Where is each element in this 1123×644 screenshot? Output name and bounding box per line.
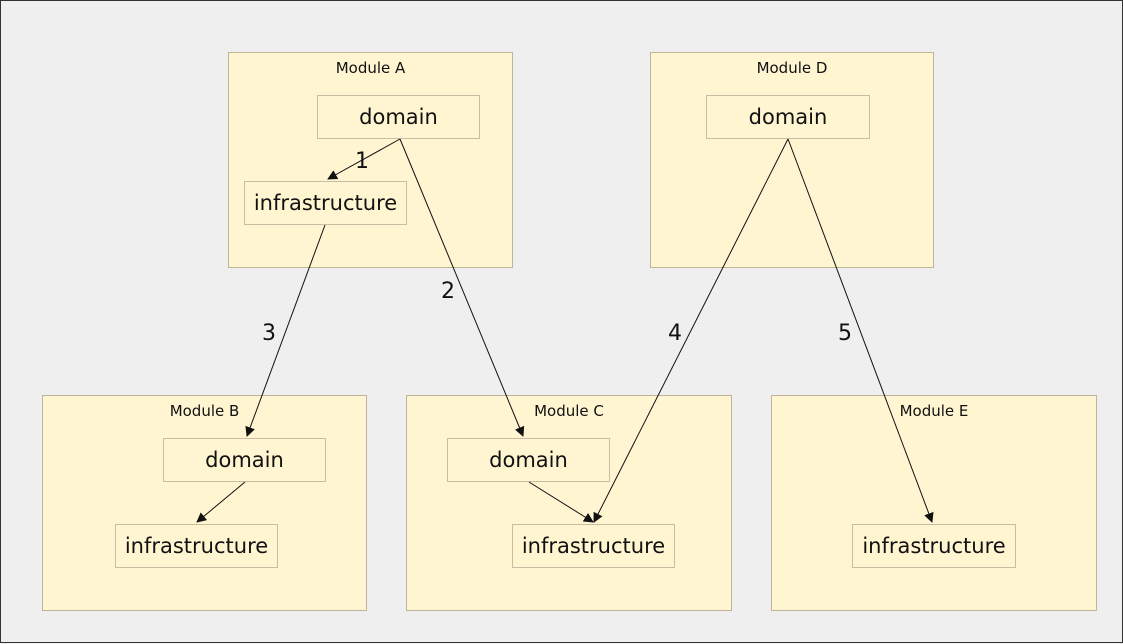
module-b-domain-node: domain xyxy=(163,438,326,482)
module-e-title: Module E xyxy=(899,402,969,420)
module-c-title: Module C xyxy=(534,402,604,420)
edge-3-label: 3 xyxy=(262,321,276,346)
module-c: Module C xyxy=(406,395,732,611)
module-d: Module D xyxy=(650,52,934,268)
module-c-infrastructure-node: infrastructure xyxy=(512,524,675,568)
module-e-infrastructure-node: infrastructure xyxy=(852,524,1016,568)
module-b-title: Module B xyxy=(169,402,240,420)
module-b-infrastructure-node: infrastructure xyxy=(115,524,278,568)
module-e: Module E xyxy=(771,395,1097,611)
module-a-title: Module A xyxy=(335,59,406,77)
module-d-domain-node: domain xyxy=(706,95,870,139)
edge-2-label: 2 xyxy=(441,279,455,304)
module-d-title: Module D xyxy=(756,59,828,77)
module-a-domain-node: domain xyxy=(317,95,480,139)
module-a-infrastructure-node: infrastructure xyxy=(244,181,407,225)
module-b: Module B xyxy=(42,395,367,611)
edge-5-label: 5 xyxy=(838,321,852,346)
module-a: Module A xyxy=(228,52,513,268)
edge-4-label: 4 xyxy=(668,321,682,346)
module-c-domain-node: domain xyxy=(447,438,610,482)
